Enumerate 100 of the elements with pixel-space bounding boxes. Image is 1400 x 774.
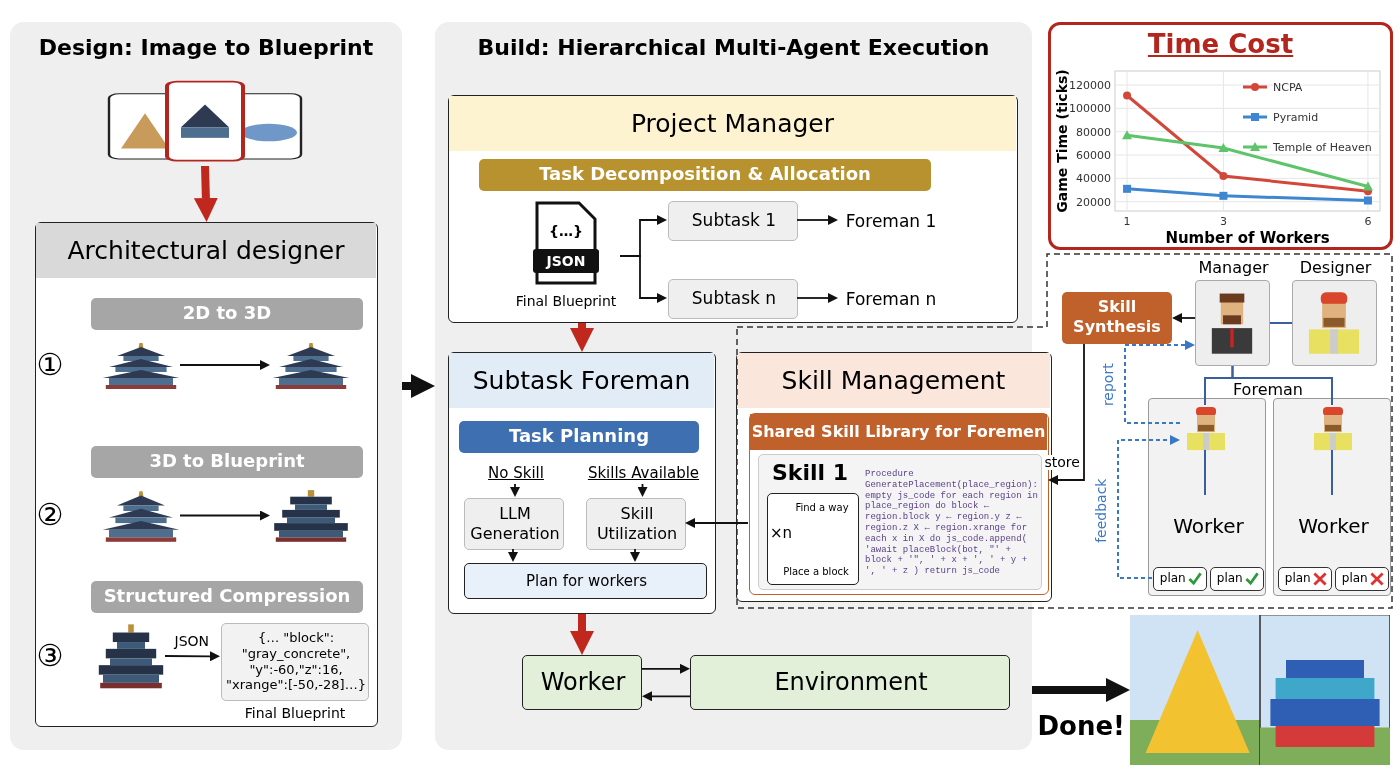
- tick-label: 60000: [1076, 149, 1111, 162]
- node-label: Final Blueprint: [514, 291, 618, 311]
- arrow: [641, 663, 690, 674]
- note-label: ②: [35, 496, 65, 534]
- plan-tag: [1153, 567, 1207, 591]
- tick-label: 1: [1123, 215, 1131, 228]
- node-label: ×n: [769, 523, 793, 543]
- plan-tag: [1210, 567, 1264, 591]
- building-picture: [96, 623, 166, 691]
- card-title: Architectural designer: [36, 223, 376, 278]
- skill-title: Skill 1: [770, 459, 850, 487]
- connector-line: [1231, 365, 1333, 406]
- node-label: Plan for workers: [524, 570, 649, 592]
- process-box: [1062, 292, 1172, 344]
- stage-header: [459, 421, 699, 453]
- group-box: [1273, 398, 1391, 596]
- agent-card: [35, 222, 378, 727]
- code-text: Procedure GeneratePlacement(place_region): empty js_code for each region in place_region do block ← region.block y ← region.y z ← region.z X ← region.xrange for each x in X do js_code.append( 'await placeBlock(bot, "' + block + '", ' + x + ', ' + y + ', ' + z ) return js_code: [865, 468, 1039, 579]
- section-panel: [10, 22, 402, 750]
- card-title: Shared Skill Library for Foremen: [750, 414, 1047, 450]
- arrow: [402, 374, 435, 398]
- node-label: Subtask 1: [690, 209, 778, 233]
- step-header: [91, 298, 363, 330]
- arrow: [637, 483, 648, 497]
- condition-label: Skills Available: [581, 461, 706, 485]
- node-label: Worker: [539, 666, 627, 698]
- arrow: [510, 483, 520, 497]
- node-label: plan: [1158, 570, 1187, 588]
- arrow: [1048, 343, 1085, 485]
- node-label: Subtask n: [690, 287, 778, 311]
- node-label: Skill Utilization: [595, 503, 679, 545]
- arrow: [1124, 340, 1195, 424]
- skill-card: [758, 454, 1042, 590]
- tick-label: 20000: [1076, 195, 1111, 209]
- subtask-box: [668, 201, 798, 241]
- arrow: [570, 323, 594, 352]
- role-label: Worker: [1286, 496, 1381, 556]
- tick-label: 40000: [1076, 172, 1111, 186]
- card-title: Subtask Foreman: [449, 353, 714, 408]
- panel-title: Build: Hierarchical Multi-Agent Execution: [476, 33, 991, 62]
- step-header: [91, 446, 363, 478]
- plan-tag: [1278, 567, 1332, 591]
- arrow: [1032, 678, 1130, 702]
- chart-title: Time Cost: [1146, 29, 1295, 59]
- tick-label: 3: [1219, 215, 1227, 228]
- node-label: {… "block": "gray_concrete", "y":-60,"z":16, "xrange":[-50,-28]…}: [225, 629, 367, 695]
- process-box: [586, 498, 686, 550]
- node-label: Place a block: [782, 565, 850, 579]
- node-label: Find a way: [794, 501, 850, 515]
- node-label: 3D to Blueprint: [148, 448, 306, 473]
- building-picture: [271, 489, 351, 544]
- plan-box: [464, 563, 707, 599]
- tick-label: 80000: [1076, 125, 1111, 139]
- legend-label: Pyramid: [1273, 111, 1319, 124]
- node-label: Structured Compression: [102, 583, 352, 608]
- node-label: 2D to 3D: [181, 300, 273, 325]
- role-label: Foreman n: [839, 279, 943, 319]
- role-heading: Designer: [1298, 257, 1373, 279]
- arrow: [1172, 313, 1196, 323]
- plan-tag: [1335, 567, 1389, 591]
- connector-line: [1269, 322, 1293, 324]
- role-label: Foreman 1: [839, 201, 943, 241]
- node-label: Task Planning: [507, 423, 651, 448]
- tick-label: 120000: [1069, 79, 1111, 92]
- arrow: [508, 548, 518, 562]
- role-label: Worker: [1161, 496, 1256, 556]
- legend-label: NCPA: [1273, 81, 1303, 94]
- building-picture: [101, 489, 181, 544]
- arrow: [179, 510, 270, 521]
- node-label: LLM Generation: [469, 503, 561, 545]
- axis-title: Game Time (ticks): [1054, 69, 1070, 213]
- process-box: [690, 655, 1010, 710]
- node-label: Skill Synthesis: [1072, 296, 1162, 338]
- group-box: [1148, 398, 1266, 596]
- tick-label: 100000: [1069, 102, 1111, 116]
- note-label: ①: [35, 346, 65, 384]
- node-caption: Final Blueprint: [243, 703, 347, 723]
- arrow: [630, 548, 640, 562]
- connector-line: [1331, 449, 1333, 496]
- building-picture: [1130, 615, 1390, 765]
- panel-title: Design: Image to Blueprint: [37, 33, 375, 62]
- legend-label: Temple of Heaven: [1273, 141, 1372, 154]
- agent-card: [448, 352, 716, 614]
- arrow: [619, 255, 667, 303]
- agent-card: [448, 95, 1018, 323]
- subtask-box: [668, 279, 798, 319]
- card-title: Skill Management: [737, 353, 1050, 408]
- axis-title: Number of Workers: [1165, 229, 1330, 247]
- process-box: [522, 655, 642, 710]
- arrow: [193, 165, 218, 222]
- node-label: plan: [1340, 570, 1369, 588]
- arrow: [164, 651, 220, 662]
- connector-line: [1204, 449, 1206, 496]
- code-box: [221, 623, 369, 701]
- node-label: Environment: [773, 666, 929, 698]
- arrow: [570, 614, 594, 655]
- card-title: Project Manager: [449, 96, 1016, 151]
- node-label: plan: [1283, 570, 1312, 588]
- node-label: {…}: [548, 221, 584, 241]
- tick-label: 6: [1364, 215, 1372, 228]
